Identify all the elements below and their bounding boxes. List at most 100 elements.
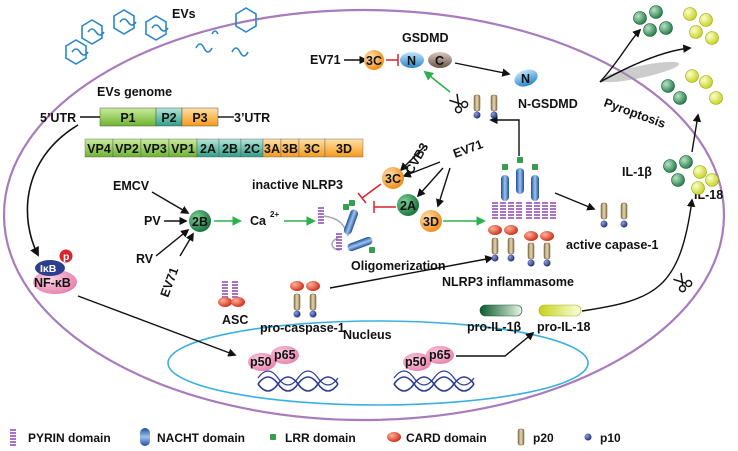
legend-label: PYRIN domain: [28, 431, 111, 445]
n-gsdmd-n-label: N: [521, 72, 530, 86]
polyprotein-segment-label: VP3: [143, 142, 167, 156]
legend-item-pyrin: PYRIN domain: [9, 429, 111, 446]
polyprotein-segment-label: 2C: [244, 142, 260, 156]
asc-label: ASC: [222, 313, 248, 327]
ev71-mid-label: EV71: [451, 137, 485, 161]
protease-3d: 3D: [420, 210, 442, 232]
gsdmd-label: GSDMD: [402, 31, 449, 45]
scissors-icon-upper: [447, 91, 470, 115]
gsdmd-pore: [599, 28, 692, 83]
polyprotein-segment-label: VP4: [87, 142, 111, 156]
polyprotein-segment-vp1: VP1: [168, 138, 198, 158]
oligomerization-label: Oligomerization: [351, 259, 445, 273]
released-cytokines-top: [633, 5, 719, 45]
polyprotein-segment-label: VP1: [171, 142, 195, 156]
polyprotein-segment-3c: 3C: [298, 138, 326, 158]
gsdmd-c-label: C: [435, 54, 444, 68]
dna-right: [393, 370, 475, 392]
genome-segment-p3: P3: [181, 107, 219, 127]
nucleus-membrane: [167, 320, 589, 406]
ikb-label: IκB: [40, 263, 57, 275]
polyprotein-segment-label: 3C: [304, 142, 320, 156]
ev-particles: [65, 7, 257, 65]
inactive-nlrp3-shape: [317, 200, 375, 253]
ca-label: Ca: [250, 214, 267, 228]
legend-item-nacht: NACHT domain: [140, 428, 245, 446]
evs-label: EVs: [172, 7, 196, 21]
genome-segment-label: P1: [120, 111, 135, 125]
ev71-top-label: EV71: [310, 53, 341, 67]
protease-2b: 2B: [189, 210, 211, 232]
rv-label: RV: [136, 252, 154, 266]
genome-bar: P1 P2 P3: [99, 107, 219, 127]
pro-il1b-shape: [479, 304, 523, 317]
polyprotein-segment-vp2: VP2: [112, 138, 142, 158]
polyprotein-segment-2b: 2B: [218, 138, 242, 158]
cell-membrane: [2, 8, 726, 422]
polyprotein-segment-3a: 3A: [262, 138, 282, 158]
active-caspase-1-shape: [600, 202, 628, 228]
gsdmd-shape: N C: [400, 52, 452, 68]
n-gsdmd-label: N-GSDMD: [518, 97, 578, 111]
pyrin-icon: [9, 429, 17, 446]
p65-left-label: p65: [274, 348, 296, 362]
polyprotein-segment-2a: 2A: [196, 138, 220, 158]
pro-il1b-label: pro-IL-1β: [467, 320, 522, 334]
protease-2a-label: 2A: [400, 199, 416, 213]
genome-segment-p1: P1: [99, 107, 157, 127]
polyprotein-segment-vp3: VP3: [140, 138, 170, 158]
active-caspase-label: active capase-1: [566, 238, 658, 252]
p50-left-label: p50: [250, 355, 272, 369]
protease-3c-mid-label: 3C: [385, 172, 401, 186]
released-cytokines-mid: [661, 69, 723, 105]
gsdmd-n-label: N: [407, 54, 416, 68]
legend-label: p20: [533, 431, 554, 445]
protease-3c-mid: 3C: [382, 167, 404, 189]
inhibit-3c-gsdmd: [386, 54, 399, 66]
polyprotein-segment-label: 2A: [200, 142, 216, 156]
polyprotein-segment-label: 2B: [222, 142, 238, 156]
inactive-nlrp3-label: inactive NLRP3: [252, 178, 343, 192]
polyprotein-segment-label: VP2: [115, 142, 139, 156]
ev71-low-label: EV71: [158, 265, 182, 299]
pro-il18-shape: [538, 304, 582, 317]
genome-segment-label: P2: [161, 111, 176, 125]
p20-icon: [517, 428, 525, 446]
polyprotein-segment-2c: 2C: [240, 138, 264, 158]
polyprotein-segment-label: 3B: [282, 142, 298, 156]
nlrp3-inflammasome-shape: [488, 157, 557, 267]
polyprotein-segment-label: 3A: [264, 142, 280, 156]
polyprotein-segment-3b: 3B: [280, 138, 300, 158]
protease-3c-top: 3C: [364, 50, 384, 70]
ca-sup-label: 2+: [270, 210, 279, 219]
pro-il18-label: pro-IL-18: [537, 320, 591, 334]
caspase-near-gsdmd-shape: [473, 94, 498, 119]
legend-label: LRR domain: [285, 431, 356, 445]
pro-caspase-1-label: pro-caspase-1: [260, 321, 345, 335]
evs-genome-label: EVs genome: [97, 85, 172, 99]
emcv-label: EMCV: [113, 179, 150, 193]
nlrp3-inflammasome-label: NLRP3 inflammasome: [442, 275, 574, 289]
phospho-label: p: [63, 251, 69, 263]
genome-segment-p2: P2: [155, 107, 183, 127]
pro-caspase-1-shape: [290, 281, 320, 318]
utr3-label: 3’UTR: [234, 111, 270, 125]
protease-3d-label: 3D: [423, 215, 439, 229]
legend-item-p10: p10: [584, 431, 621, 445]
polyprotein-segment-label: 3D: [336, 142, 352, 156]
legend-label: NACHT domain: [157, 431, 245, 445]
polyprotein-segment-vp4: VP4: [84, 138, 114, 158]
lrr-icon: [270, 434, 276, 440]
p50-right-label: p50: [405, 355, 427, 369]
asc-shape: [218, 281, 245, 307]
ikb-nfkb-complex: p IκB NF-κB: [33, 249, 77, 294]
legend-item-p20: p20: [517, 428, 554, 446]
protease-2a: 2A: [397, 194, 419, 216]
pyroptosis-label: Pyroptosis: [602, 96, 668, 131]
scissors-icon-lower: [671, 270, 694, 294]
legend-label: p10: [600, 431, 621, 445]
p65-right-label: p65: [429, 348, 451, 362]
